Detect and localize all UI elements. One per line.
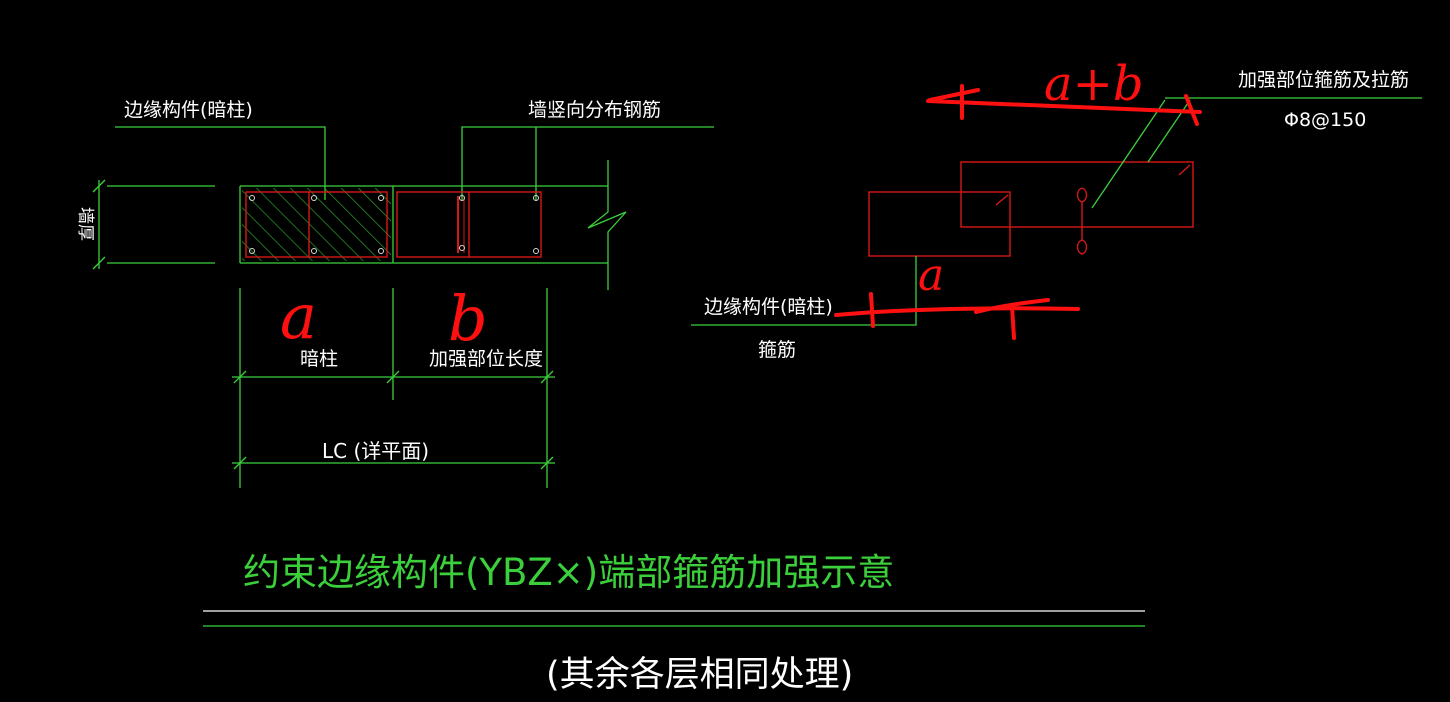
- leader-vertical-bars: [461, 126, 714, 200]
- label-stirrup: 箍筋: [758, 339, 796, 361]
- title-sub: (其余各层相同处理): [546, 655, 853, 695]
- leader-edge-member: [115, 126, 326, 200]
- label-vertical-bars: 墙竖向分布钢筋: [528, 99, 661, 121]
- rebar-dots: [249, 195, 539, 254]
- break-line: [587, 160, 627, 290]
- annotation-b-left: b: [448, 282, 488, 355]
- annotation-a-plus-b: a+b: [1044, 56, 1144, 112]
- tie-bar: [1076, 187, 1088, 255]
- label-lc: LC (详平面): [322, 439, 429, 463]
- label-edge-member-left: 边缘构件(暗柱): [124, 99, 253, 121]
- stirrup-edge-member: [868, 191, 1011, 257]
- annotation-a-right: a: [918, 250, 944, 301]
- left-stirrups: [245, 191, 542, 258]
- label-edge-member-right: 边缘构件(暗柱): [704, 296, 833, 318]
- left-plan-view: [92, 126, 714, 488]
- label-reinforced-length: 加强部位长度: [429, 348, 543, 370]
- right-detail: 加强部位箍筋及拉筋 Φ8@150 边缘构件(暗柱) 箍筋: [691, 69, 1422, 361]
- label-stirrups-ties: 加强部位箍筋及拉筋: [1238, 69, 1409, 91]
- annotation-dim-a: [834, 306, 1080, 317]
- hidden-column-hatch: [242, 188, 391, 261]
- annotation-a-left: a: [280, 280, 317, 353]
- handwritten-letters: a b a+b a: [280, 56, 1144, 355]
- leader-tie: [1091, 99, 1166, 209]
- stirrup-reinforced: [960, 161, 1194, 228]
- label-hidden-column: 暗柱: [300, 348, 338, 370]
- label-wall-thickness: 墙厚: [75, 207, 95, 241]
- handwritten-annotations: [834, 84, 1202, 340]
- title-main: 约束边缘构件(YBZ×)端部箍筋加强示意: [243, 551, 894, 594]
- stirrup-hidden-column: [245, 191, 388, 258]
- annotation-dim-ab: [926, 99, 1202, 114]
- leader-edge-member-right: [691, 256, 917, 326]
- label-spec: Φ8@150: [1284, 109, 1366, 131]
